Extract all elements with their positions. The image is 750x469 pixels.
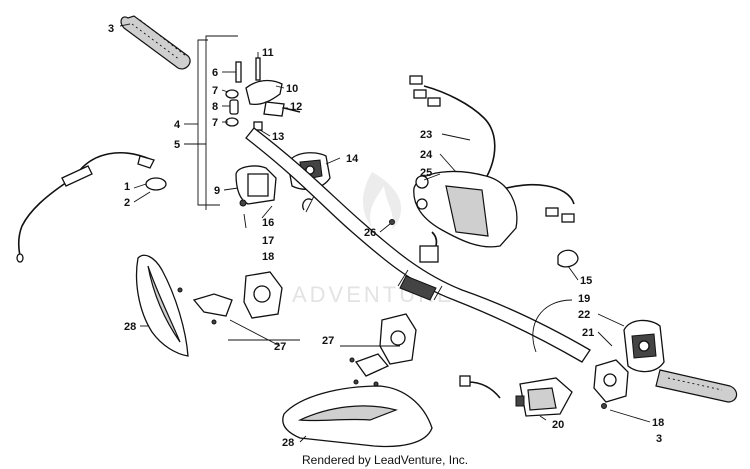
callout-28-bottom: 28 <box>282 437 294 449</box>
mount-bracket-left <box>177 271 300 347</box>
callout-5: 5 <box>174 139 180 151</box>
callout-3-top: 3 <box>108 23 114 35</box>
callout-17: 17 <box>262 235 274 247</box>
watermark-flame-icon <box>362 172 402 230</box>
callout-18-left: 18 <box>262 251 274 263</box>
bracket-lines <box>197 35 238 210</box>
callout-11: 11 <box>262 47 274 59</box>
callout-7-upper: 7 <box>212 85 218 97</box>
callout-28-left: 28 <box>124 321 136 333</box>
left-hand-guard <box>135 254 189 357</box>
callout-25: 25 <box>420 167 432 179</box>
callout-18-right: 18 <box>652 417 664 429</box>
callout-7-lower: 7 <box>212 117 218 129</box>
brake-lever-assembly <box>225 57 301 131</box>
callout-16: 16 <box>262 217 274 229</box>
connector-assembly <box>459 375 573 417</box>
callout-1: 1 <box>124 181 130 193</box>
callout-4: 4 <box>174 119 181 131</box>
right-switch-cluster <box>557 249 665 409</box>
callout-27-left: 27 <box>274 341 286 353</box>
mount-bracket-center <box>340 313 417 387</box>
callouts: 3 11 6 10 7 8 12 7 4 13 5 14 1 9 2 16 17… <box>108 23 664 449</box>
callout-14: 14 <box>346 153 359 165</box>
callout-8: 8 <box>212 101 218 113</box>
callout-21: 21 <box>582 327 594 339</box>
callout-9: 9 <box>214 185 220 197</box>
callout-15: 15 <box>580 275 592 287</box>
right-grip <box>655 369 738 403</box>
callout-24: 24 <box>420 149 433 161</box>
callout-23: 23 <box>420 129 432 141</box>
leader-lines <box>119 23 651 443</box>
callout-27-center: 27 <box>322 335 334 347</box>
throttle-cable <box>16 152 167 263</box>
left-grip <box>120 15 191 70</box>
right-control-housing <box>389 75 575 263</box>
callout-6: 6 <box>212 67 218 79</box>
callout-12: 12 <box>290 101 302 113</box>
callout-26: 26 <box>364 227 376 239</box>
callout-13: 13 <box>272 131 284 143</box>
throttle-housing <box>235 165 277 229</box>
callout-19: 19 <box>578 293 590 305</box>
callout-20: 20 <box>552 419 564 431</box>
callout-22: 22 <box>578 309 590 321</box>
right-hand-guard <box>282 385 433 448</box>
handlebar <box>245 127 591 363</box>
callout-3-bottom: 3 <box>656 433 662 445</box>
callout-2: 2 <box>124 197 130 209</box>
render-credit: Rendered by LeadVenture, Inc. <box>302 453 468 467</box>
callout-10: 10 <box>286 83 298 95</box>
